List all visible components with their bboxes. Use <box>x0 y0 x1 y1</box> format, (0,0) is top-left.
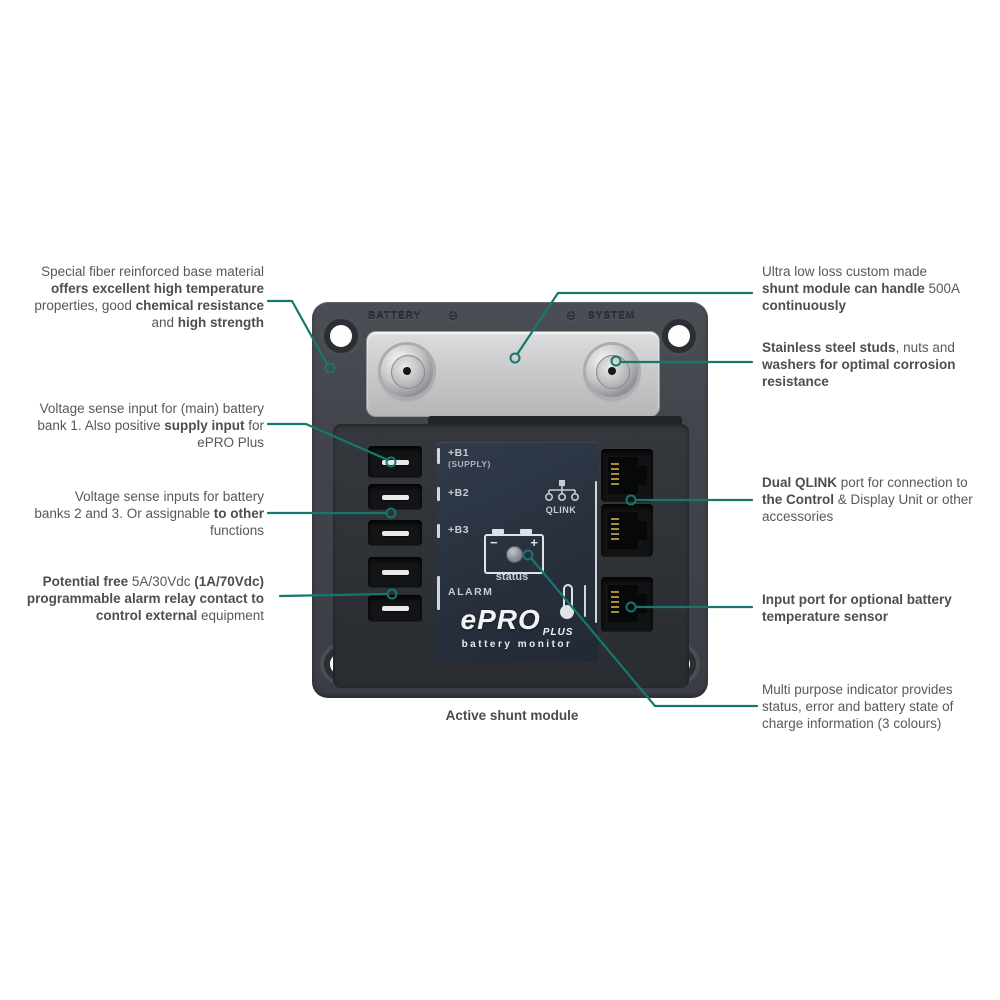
annotation-line: washers for optimal corrosion <box>762 357 956 372</box>
annotation-line: Stainless steel studs, nuts and <box>762 340 955 355</box>
terminal-blade <box>381 494 409 500</box>
annotation-qlink-port: Dual QLINK port for connection to the Con… <box>762 474 997 525</box>
annotation-line: temperature sensor <box>762 609 889 624</box>
annotation-line: Dual QLINK port for connection to <box>762 475 968 490</box>
annotation-voltage-sense-b1: Voltage sense input for (main) battery ba… <box>4 400 264 451</box>
battery-terminal-bump <box>520 529 532 534</box>
temperature-sensor-port <box>601 577 653 632</box>
port-pins <box>611 463 619 487</box>
annotation-stainless-studs: Stainless steel studs, nuts and washers f… <box>762 339 997 390</box>
battery-plus-sign: + <box>530 535 538 550</box>
annotation-shunt-module: Ultra low loss custom made shunt module c… <box>762 263 997 314</box>
qlink-port-1 <box>601 449 653 502</box>
port-latch-notch <box>638 466 647 485</box>
port-pins <box>611 518 619 542</box>
battery-minus-sign: − <box>490 535 498 550</box>
battery-terminal-bump <box>492 529 504 534</box>
embossed-system-label: SYSTEM <box>588 311 636 322</box>
status-led-indicator <box>506 546 523 563</box>
annotation-line: and high strength <box>151 315 264 330</box>
battery-stud <box>381 345 433 397</box>
terminal-blade <box>381 459 409 465</box>
annotation-temp-sensor: Input port for optional battery temperatu… <box>762 591 997 625</box>
annotation-line: status, error and battery state of <box>762 699 954 714</box>
annotation-line: banks 2 and 3. Or assignable to other <box>34 506 264 521</box>
annotation-multi-indicator: Multi purpose indicator provides status, … <box>762 681 997 732</box>
stud-nut <box>596 355 630 389</box>
terminal-slot-alarm-2 <box>368 595 422 622</box>
battery-status-icon: − + <box>484 529 544 574</box>
mounting-hole <box>330 325 352 347</box>
panel-tick <box>437 576 440 610</box>
annotation-line: functions <box>209 523 264 538</box>
logo-tagline: battery monitor <box>461 639 573 650</box>
logo-brand-text: ePRO <box>460 604 541 635</box>
annotation-line: Voltage sense input for (main) battery <box>39 401 264 416</box>
label-qlink: QLINK <box>545 505 577 515</box>
terminal-slot-b3 <box>368 520 422 546</box>
mounting-hole <box>668 325 690 347</box>
annotation-line: programmable alarm relay contact to <box>26 591 264 606</box>
qlink-port-2 <box>601 504 653 557</box>
terminal-blade <box>381 606 409 611</box>
label-b1-supply: (SUPPLY) <box>448 459 491 469</box>
annotation-line: charge information (3 colours) <box>762 716 942 731</box>
port-pins <box>611 591 619 615</box>
label-alarm: ALARM <box>448 586 494 598</box>
terminal-slot-b1 <box>368 446 422 478</box>
label-b3: +B3 <box>448 524 470 536</box>
diagram-caption: Active shunt module <box>445 708 579 723</box>
stud-nut <box>391 355 425 389</box>
label-status: status <box>495 571 529 583</box>
annotation-line: offers excellent high temperature <box>50 281 264 296</box>
stud-hole <box>403 367 411 375</box>
annotation-line: properties, good chemical resistance <box>34 298 264 313</box>
label-b2: +B2 <box>448 487 470 499</box>
annotation-line: accessories <box>762 509 834 524</box>
annotation-line: Special fiber reinforced base material <box>41 264 264 279</box>
annotation-line: bank 1. Also positive supply input for <box>37 418 264 433</box>
annotation-line: continuously <box>762 298 846 313</box>
annotation-line: Voltage sense inputs for battery <box>74 489 264 504</box>
annotation-line: Input port for optional battery <box>762 592 952 607</box>
annotation-line: the Control & Display Unit or other <box>762 492 973 507</box>
panel-tick <box>437 448 440 464</box>
polarity-minus-icon: ⊖ <box>448 309 459 323</box>
annotation-alarm-relay: Potential free 5A/30Vdc (1A/70Vdc) progra… <box>4 573 264 624</box>
annotation-line: Ultra low loss custom made <box>762 264 928 279</box>
system-stud <box>586 345 638 397</box>
qlink-network-icon <box>544 480 579 502</box>
port-latch-notch <box>638 521 647 540</box>
annotation-voltage-sense-b2-b3: Voltage sense inputs for battery banks 2 … <box>4 488 264 539</box>
annotation-line: control external equipment <box>95 608 264 623</box>
port-latch-notch <box>638 594 647 613</box>
panel-tick <box>437 524 440 538</box>
terminal-slot-b2 <box>368 484 422 510</box>
annotation-line: shunt module can handle 500A <box>762 281 961 296</box>
terminal-blade <box>381 570 409 575</box>
stud-hole <box>608 367 616 375</box>
label-b1: +B1 <box>448 447 470 459</box>
polarity-minus-icon: ⊖ <box>566 309 577 323</box>
panel-tick <box>437 487 440 501</box>
embossed-battery-label: BATTERY <box>368 311 422 322</box>
annotation-line: Multi purpose indicator provides <box>762 682 953 697</box>
logo-suffix-text: PLUS <box>542 627 574 638</box>
terminal-slot-alarm-1 <box>368 557 422 588</box>
annotation-line: resistance <box>762 374 829 389</box>
terminal-blade <box>381 530 409 536</box>
panel-divider-line <box>595 481 597 623</box>
annotation-base-material: Special fiber reinforced base material of… <box>4 263 264 331</box>
annotation-line: Potential free 5A/30Vdc (1A/70Vdc) <box>42 574 264 589</box>
annotation-line: ePRO Plus <box>197 435 264 450</box>
